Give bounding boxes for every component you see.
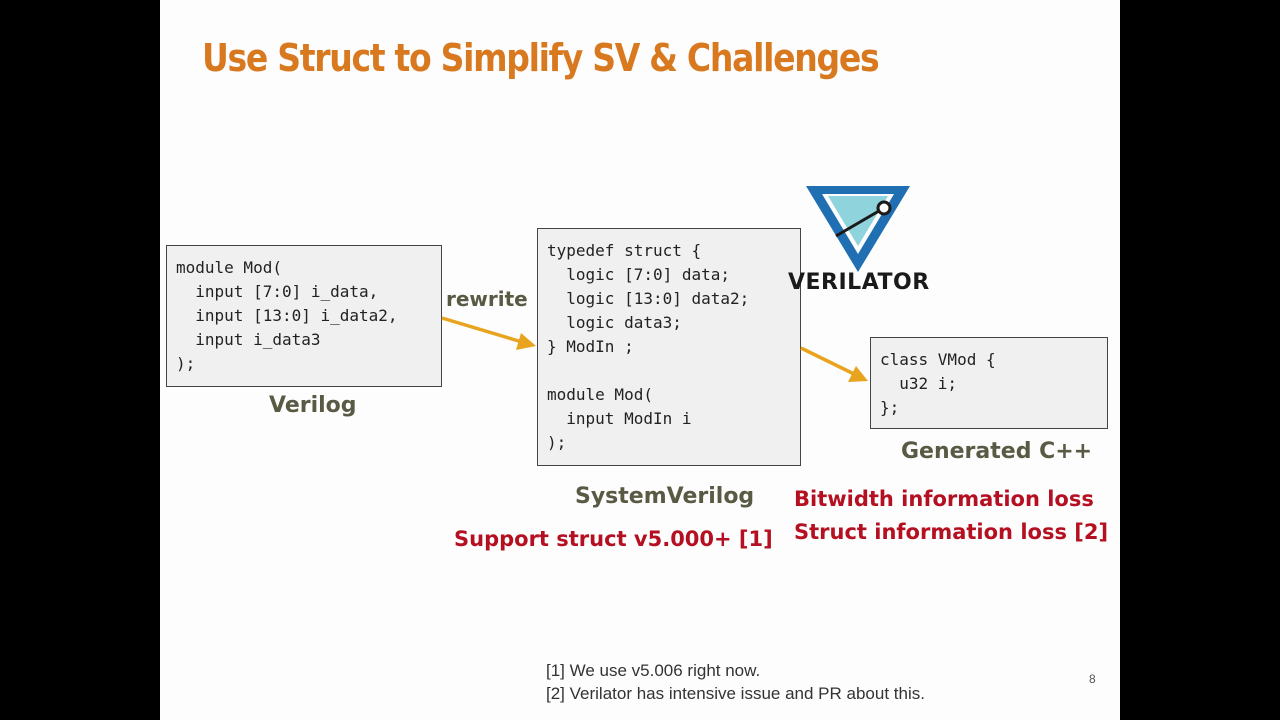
struct-loss-note: Struct information loss [2] — [794, 520, 1109, 544]
footnotes: [1] We use v5.006 right now. [2] Verilat… — [546, 659, 925, 705]
systemverilog-code-box: typedef struct { logic [7:0] data; logic… — [537, 228, 801, 466]
cpp-code-box: class VMod { u32 i; }; — [870, 337, 1108, 429]
slide-title: Use Struct to Simplify SV & Challenges — [202, 36, 880, 80]
verilog-code-box: module Mod( input [7:0] i_data, input [1… — [166, 245, 442, 387]
footnote-1: [1] We use v5.006 right now. — [546, 661, 761, 680]
slide: Use Struct to Simplify SV & Challenges m… — [160, 0, 1120, 720]
generated-cpp-label: Generated C++ — [901, 439, 1093, 464]
generate-arrow — [800, 346, 868, 382]
bitwidth-loss-note: Bitwidth information loss — [794, 487, 1094, 511]
rewrite-arrow — [441, 316, 536, 350]
flow-arrows — [441, 316, 868, 382]
page-number: 8 — [1089, 672, 1096, 686]
footnote-2: [2] Verilator has intensive issue and PR… — [546, 684, 925, 703]
rewrite-label: rewrite — [446, 287, 528, 311]
struct-support-note: Support struct v5.000+ [1] — [454, 527, 773, 551]
verilog-label: Verilog — [269, 393, 357, 418]
verilator-logo-text: VERILATOR — [788, 270, 930, 295]
systemverilog-label: SystemVerilog — [575, 484, 755, 509]
verilator-logo-icon — [806, 186, 910, 272]
